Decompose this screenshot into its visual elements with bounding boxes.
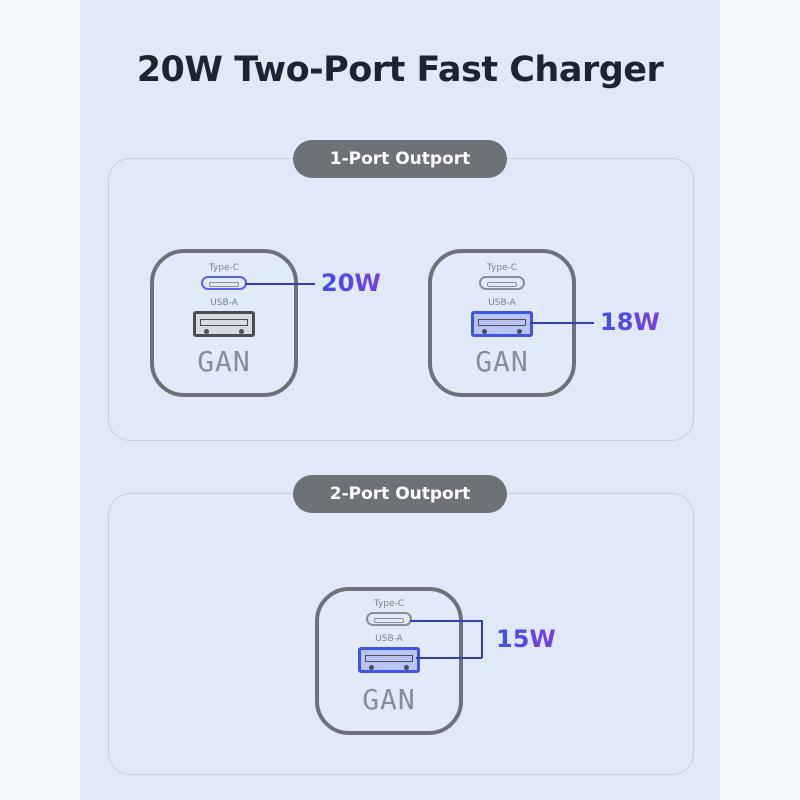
usb-a-port-icon [193, 311, 255, 337]
connector-line [410, 620, 482, 622]
type-c-port-icon [479, 276, 525, 290]
connector-line [245, 283, 315, 285]
connector-bracket [481, 620, 483, 658]
usb-a-label: USB-A [375, 634, 403, 644]
type-c-port-icon [201, 276, 247, 290]
type-c-port-icon [366, 612, 412, 626]
charger-usb-a-only: Type-C USB-A GAN [428, 249, 576, 397]
charger-both-ports: Type-C USB-A GAN [315, 587, 463, 735]
gan-logo: GAN [197, 345, 251, 378]
page-title: 20W Two-Port Fast Charger [136, 50, 664, 90]
gan-logo: GAN [362, 683, 416, 716]
usb-a-label: USB-A [210, 298, 238, 308]
usb-a-port-icon [471, 311, 533, 337]
connector-line [416, 657, 482, 659]
watt-label-20w: 20W [321, 269, 381, 297]
usb-a-port-icon [358, 647, 420, 673]
type-c-label: Type-C [373, 599, 405, 609]
watt-label-18w: 18W [600, 308, 660, 336]
gan-logo: GAN [475, 345, 529, 378]
type-c-label: Type-C [486, 263, 518, 273]
charger-type-c-only: Type-C USB-A GAN [150, 249, 298, 397]
type-c-label: Type-C [208, 263, 240, 273]
connector-line [530, 322, 594, 324]
usb-a-label: USB-A [488, 298, 516, 308]
section-label-2-port: 2-Port Outport [293, 475, 507, 513]
section-label-1-port: 1-Port Outport [293, 140, 507, 178]
watt-label-15w: 15W [496, 625, 556, 653]
